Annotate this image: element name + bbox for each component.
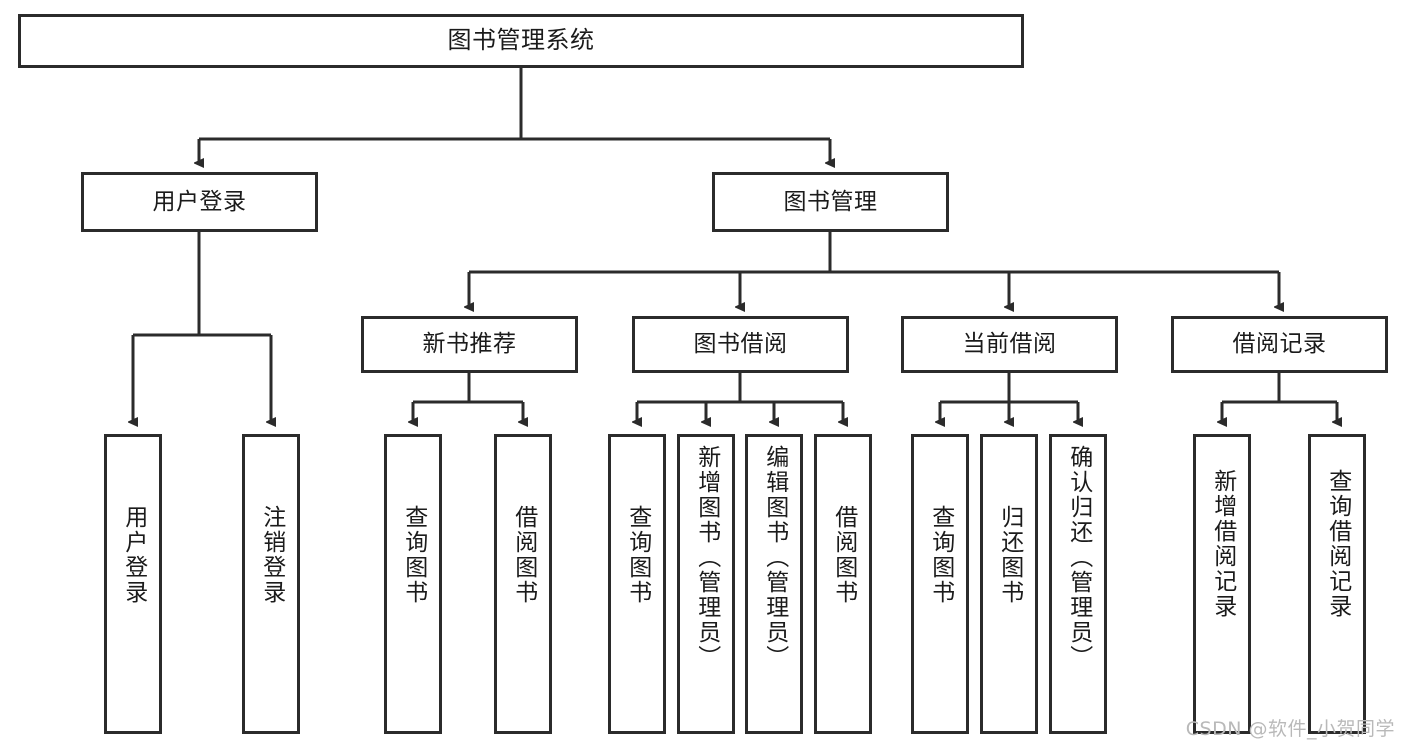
node-label: 新增图书（管理员）	[693, 445, 720, 670]
leaf-book-borrow-add[interactable]: 新增图书（管理员）	[677, 434, 735, 734]
leaf-current-borrow-return[interactable]: 归还图书	[980, 434, 1038, 734]
node-label: 图书管理系统	[447, 26, 595, 55]
leaf-current-borrow-query[interactable]: 查询图书	[911, 434, 969, 734]
node-label: 图书借阅	[693, 331, 788, 358]
node-root-system[interactable]: 图书管理系统	[18, 14, 1024, 68]
node-label: 新书推荐	[422, 331, 517, 358]
node-book-management[interactable]: 图书管理	[712, 172, 949, 232]
leaf-current-borrow-confirm[interactable]: 确认归还（管理员）	[1049, 434, 1107, 734]
node-label: 编辑图书（管理员）	[761, 445, 788, 670]
node-label: 归还图书	[996, 505, 1023, 605]
node-user-login[interactable]: 用户登录	[81, 172, 318, 232]
node-label: 借阅图书	[510, 505, 537, 605]
node-book-borrow[interactable]: 图书借阅	[632, 316, 849, 373]
node-borrow-record[interactable]: 借阅记录	[1171, 316, 1388, 373]
leaf-new-book-borrow[interactable]: 借阅图书	[494, 434, 552, 734]
leaf-book-borrow-edit[interactable]: 编辑图书（管理员）	[745, 434, 803, 734]
node-label: 借阅记录	[1232, 331, 1327, 358]
leaf-user-login-signout[interactable]: 注销登录	[242, 434, 300, 734]
leaf-borrow-record-add[interactable]: 新增借阅记录	[1193, 434, 1251, 734]
node-label: 新增借阅记录	[1209, 469, 1236, 619]
node-label: 用户登录	[152, 188, 247, 215]
node-label: 借阅图书	[830, 505, 857, 605]
leaf-borrow-record-query[interactable]: 查询借阅记录	[1308, 434, 1366, 734]
leaf-book-borrow-borrow[interactable]: 借阅图书	[814, 434, 872, 734]
node-label: 查询图书	[624, 505, 651, 605]
node-label: 确认归还（管理员）	[1065, 445, 1092, 670]
leaf-user-login-signin[interactable]: 用户登录	[104, 434, 162, 734]
watermark-text: CSDN @软件_小贺同学	[1185, 718, 1395, 740]
node-new-book-recommend[interactable]: 新书推荐	[361, 316, 578, 373]
node-label: 查询图书	[400, 505, 427, 605]
node-label: 查询借阅记录	[1324, 469, 1351, 619]
node-label: 当前借阅	[962, 331, 1057, 358]
node-label: 注销登录	[258, 505, 285, 605]
node-label: 查询图书	[927, 505, 954, 605]
leaf-book-borrow-query[interactable]: 查询图书	[608, 434, 666, 734]
node-label: 图书管理	[783, 188, 878, 215]
leaf-new-book-query[interactable]: 查询图书	[384, 434, 442, 734]
node-current-borrow[interactable]: 当前借阅	[901, 316, 1118, 373]
node-label: 用户登录	[120, 505, 147, 605]
